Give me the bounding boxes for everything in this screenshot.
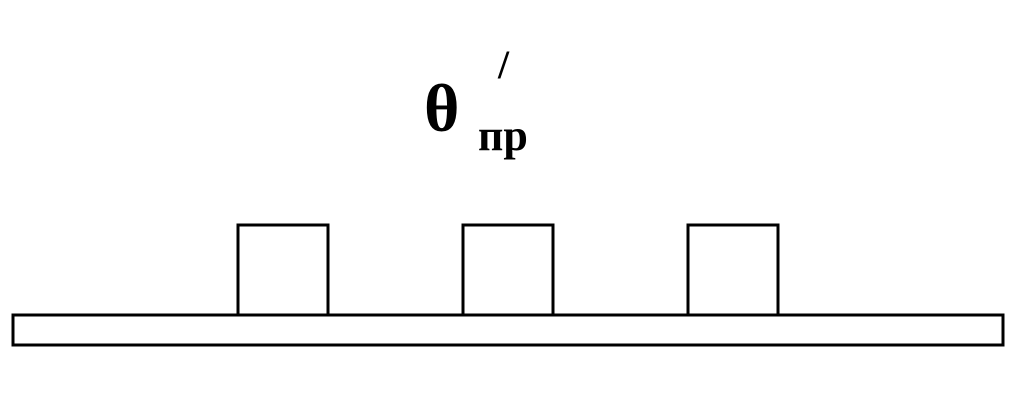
subscript-pr: пр xyxy=(478,111,528,160)
base-plate xyxy=(11,313,1005,347)
blocks-group xyxy=(236,223,780,317)
prime-mark: / xyxy=(497,42,510,87)
block-3 xyxy=(686,223,780,317)
label-theta-pr-prime: θ пр / xyxy=(424,42,528,160)
theta-symbol: θ xyxy=(424,70,460,146)
block-2 xyxy=(461,223,555,317)
block-1 xyxy=(236,223,330,317)
